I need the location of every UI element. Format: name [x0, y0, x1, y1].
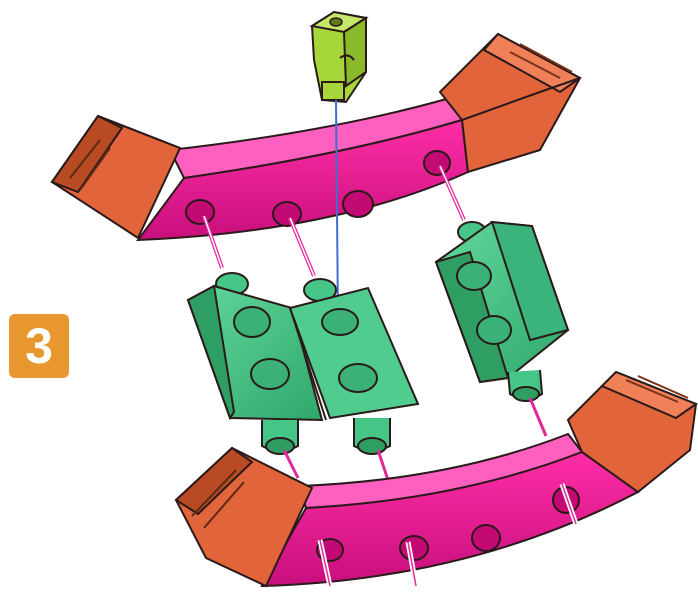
upper-beam-hole — [424, 151, 450, 175]
lower-beam-hole — [472, 525, 500, 551]
yellow-green-connector — [312, 12, 366, 102]
step-number-badge: 3 — [9, 314, 69, 378]
upper-beam-hole — [343, 191, 373, 217]
green-single-brick — [436, 222, 568, 401]
green-double-brick — [188, 273, 418, 454]
lower-beam-hole — [400, 536, 428, 560]
upper-beam-hole — [186, 200, 214, 224]
upper-beam-hole — [273, 202, 301, 226]
